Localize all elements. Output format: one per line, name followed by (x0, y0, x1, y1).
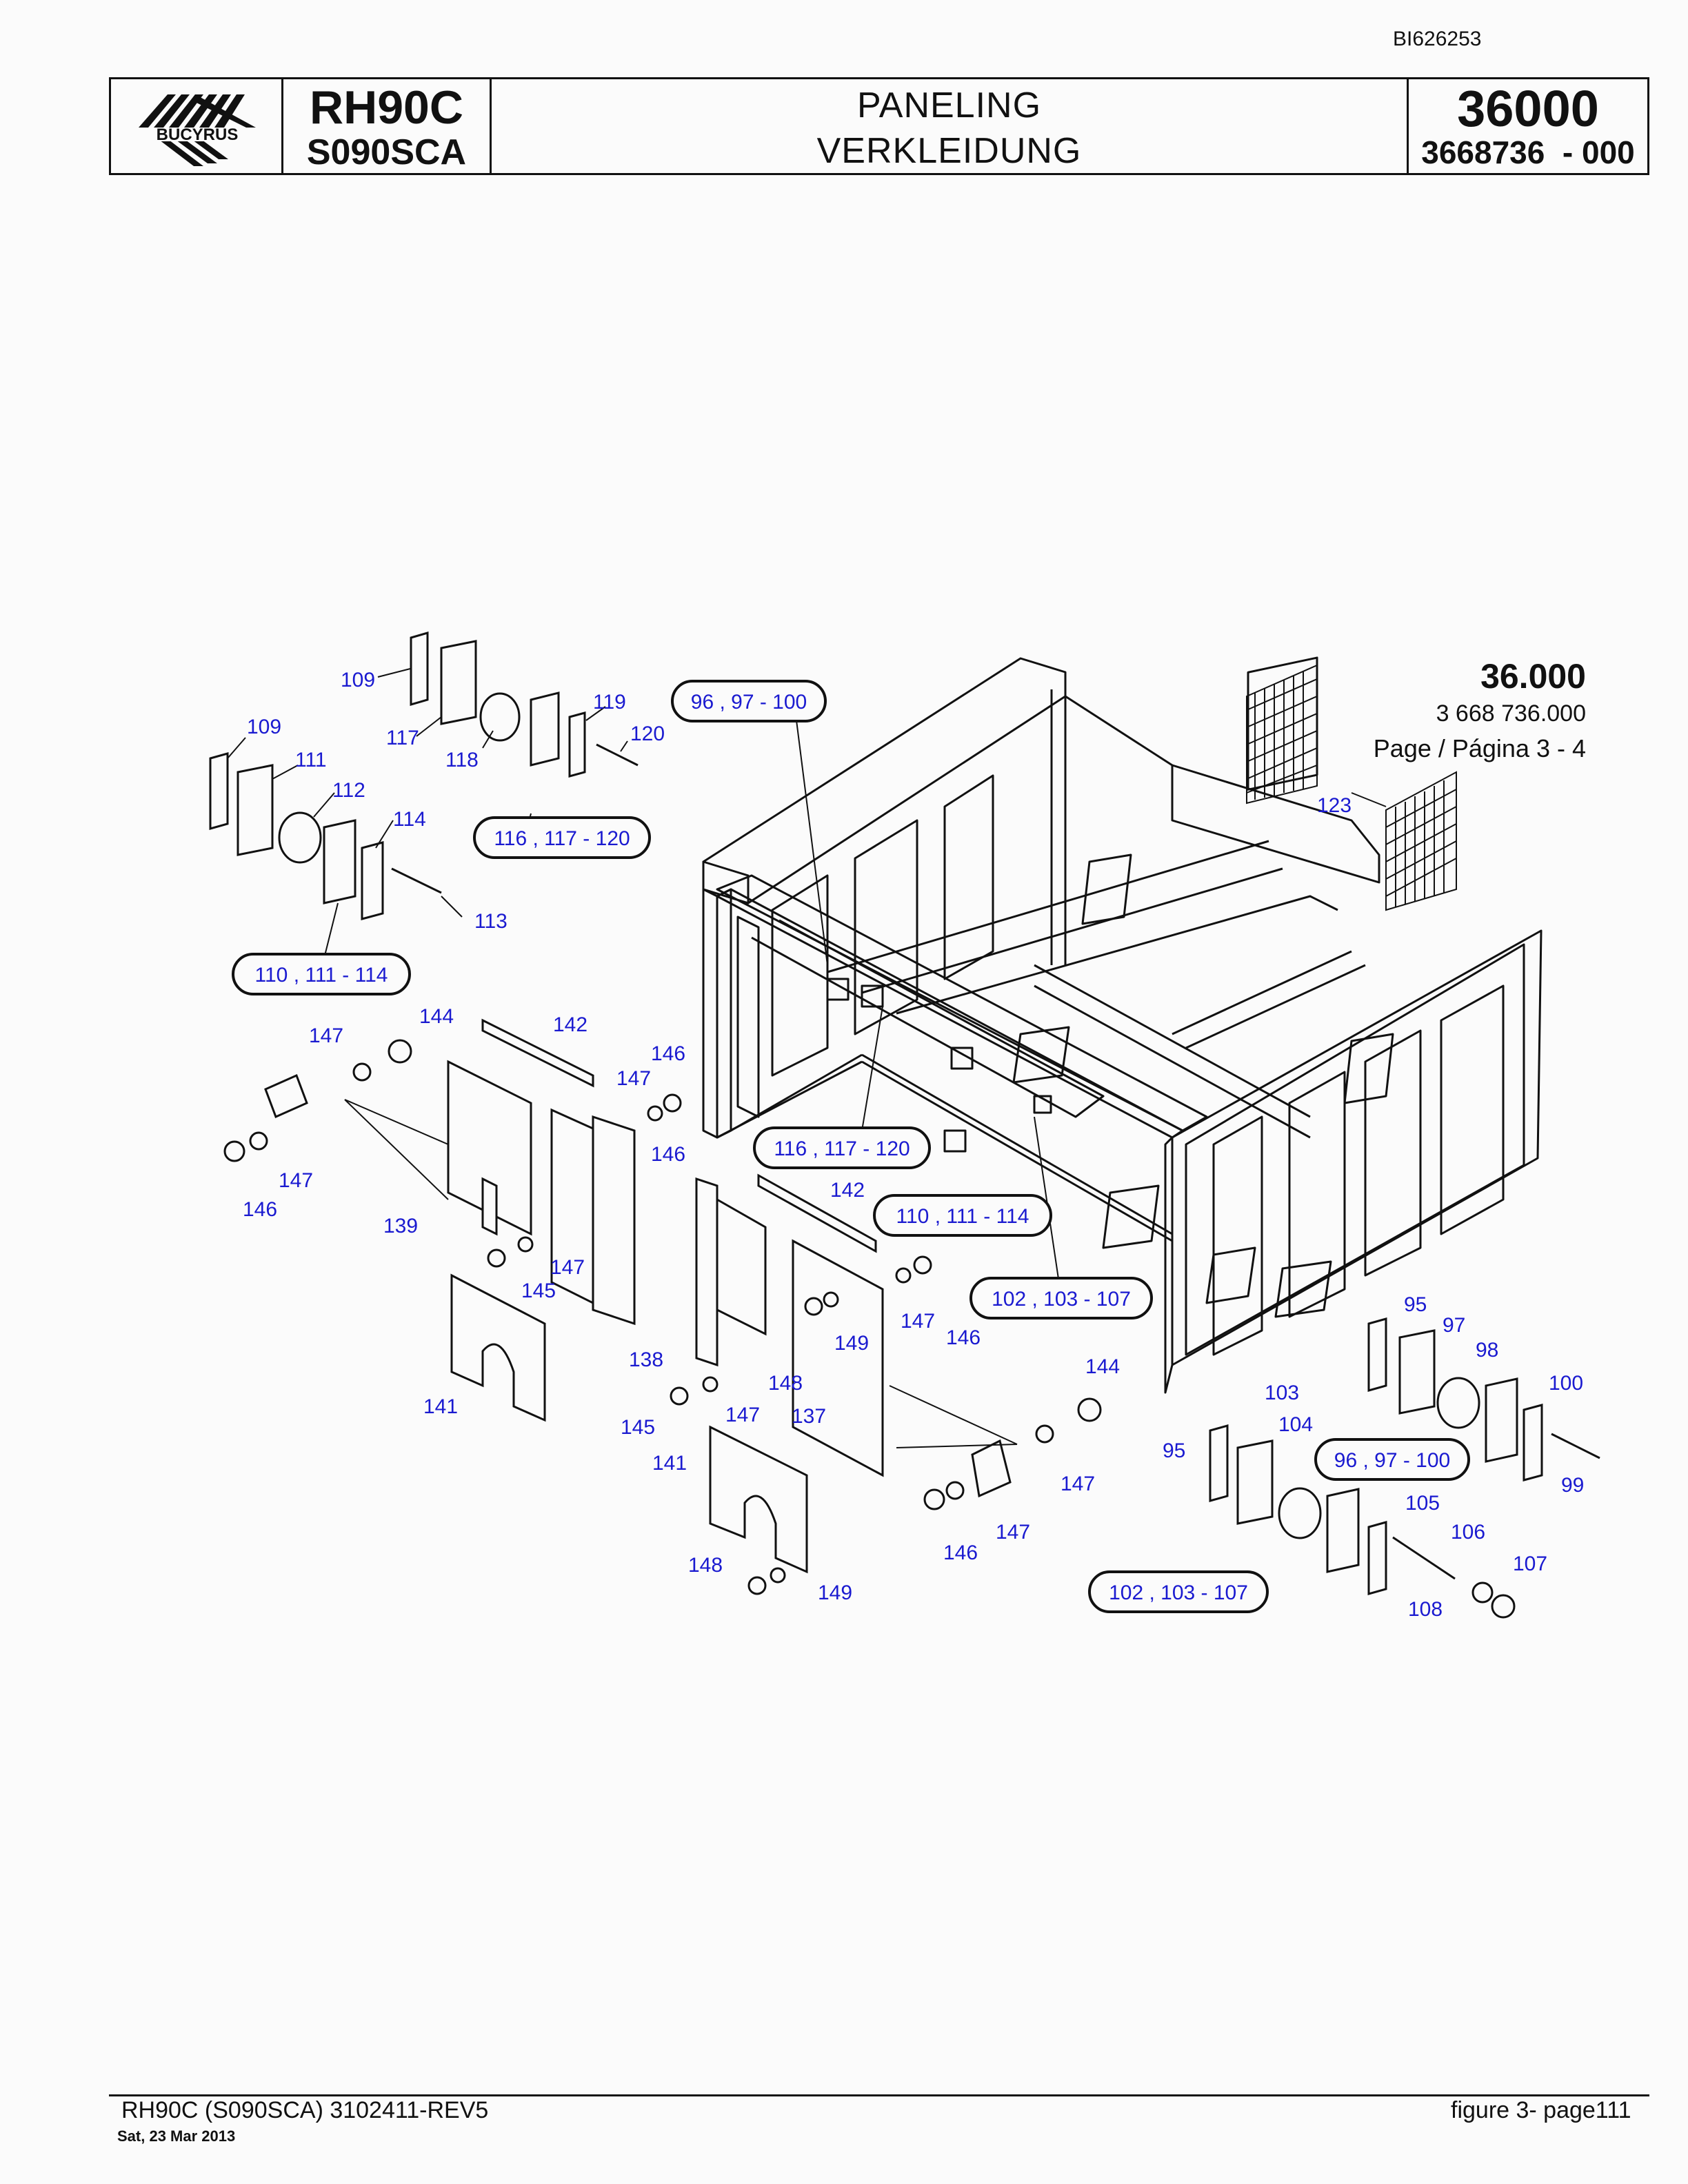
item-label: 107 (1513, 1553, 1547, 1575)
item-label: 147 (550, 1256, 585, 1279)
item-label: 144 (419, 1005, 454, 1028)
item-label: 117 (386, 727, 419, 749)
paneling-plates (264, 1018, 1012, 1574)
logo-cell: BUCYRUS (111, 79, 283, 173)
logo-wordmark: BUCYRUS (157, 125, 239, 144)
title-german: VERKLEIDUNG (816, 131, 1082, 171)
item-label: 147 (901, 1310, 935, 1333)
callout-110-111-114-left: 110 , 111 - 114 (255, 964, 388, 987)
item-label: 112 (332, 779, 365, 802)
item-label: 119 (593, 691, 626, 714)
item-label: 148 (768, 1372, 803, 1395)
item-label: 120 (630, 722, 665, 745)
footer-document: RH90C (S090SCA) 3102411-REV5 (121, 2097, 489, 2123)
item-label: 142 (553, 1013, 587, 1036)
item-label: 95 (1163, 1439, 1185, 1462)
callout-102-103-107-mid: 102 , 103 - 107 (992, 1288, 1131, 1311)
item-label: 147 (279, 1169, 313, 1192)
item-label: 141 (423, 1395, 458, 1418)
item-label: 144 (1085, 1355, 1120, 1378)
item-label: 145 (621, 1416, 655, 1439)
item-label: 98 (1476, 1339, 1498, 1362)
item-label: 99 (1561, 1474, 1584, 1497)
item-label: 147 (309, 1024, 343, 1047)
item-label: 147 (1061, 1473, 1095, 1495)
item-label: 146 (651, 1143, 685, 1166)
item-label: 137 (792, 1405, 826, 1428)
figure-page: Page / Página 3 - 4 (1373, 734, 1586, 762)
footer-page: figure 3- page111 (1451, 2097, 1631, 2123)
item-label: 138 (629, 1348, 663, 1371)
callout-110-111-114-mid: 110 , 111 - 114 (896, 1205, 1029, 1228)
item-label: 114 (393, 808, 426, 831)
item-label: 146 (651, 1042, 685, 1065)
title-cell: PANELING VERKLEIDUNG (492, 79, 1409, 173)
item-label: 145 (521, 1280, 556, 1302)
callout-ovals (232, 680, 1470, 1613)
item-label: 104 (1278, 1413, 1313, 1436)
item-label: 95 (1404, 1293, 1427, 1316)
callout-96-97-100-bottom: 96 , 97 - 100 (1334, 1449, 1450, 1472)
item-label: 147 (996, 1521, 1030, 1544)
part-number: 3668736 - 000 (1421, 134, 1635, 170)
fasteners (223, 1039, 1102, 1595)
item-label: 106 (1451, 1521, 1485, 1544)
item-label: 147 (616, 1067, 651, 1090)
callout-116-117-120-mid: 116 , 117 - 120 (774, 1138, 910, 1160)
bucyrus-logo: BUCYRUS (122, 94, 272, 166)
clamp-assemblies (209, 631, 1600, 1619)
number-cell: 36000 3668736 - 000 (1409, 79, 1647, 173)
item-labels: 109 117 118 119 120 109 111 112 114 113 … (243, 669, 1584, 1621)
main-frame-drawing (702, 656, 1543, 1394)
title-english: PANELING (856, 85, 1042, 125)
item-label: 139 (383, 1215, 418, 1237)
figure-group: 36.000 (1480, 657, 1586, 696)
item-label: 118 (445, 749, 479, 771)
callout-102-103-107-bottom: 102 , 103 - 107 (1109, 1581, 1248, 1604)
title-block: BUCYRUS RH90C S090SCA PANELING VERKLEIDU… (109, 77, 1649, 175)
item-label: 141 (652, 1452, 687, 1475)
item-label: 111 (295, 749, 327, 771)
mesh-panel-123 (1246, 664, 1457, 911)
model-name: RH90C (310, 81, 463, 134)
item-label: 142 (830, 1179, 865, 1202)
item-label: 105 (1405, 1492, 1440, 1515)
callout-116-117-120-top: 116 , 117 - 120 (494, 827, 630, 850)
item-label: 149 (818, 1581, 852, 1604)
callout-texts: 96 , 97 - 100 116 , 117 - 120 110 , 111 … (255, 691, 1451, 1604)
leader-lines (227, 668, 1387, 1448)
item-label: 149 (834, 1332, 869, 1355)
item-label: 109 (247, 716, 281, 738)
item-label: 147 (725, 1404, 760, 1426)
item-label: 100 (1549, 1372, 1583, 1395)
item-label: 146 (943, 1541, 978, 1564)
item-label: 109 (341, 669, 375, 691)
figure-reference: 36.000 3 668 736.000 Page / Página 3 - 4 (1352, 656, 1586, 763)
item-label: 146 (946, 1326, 981, 1349)
item-label: 148 (688, 1554, 723, 1577)
model-code: S090SCA (306, 132, 467, 172)
footer-date: Sat, 23 Mar 2013 (117, 2127, 236, 2145)
item-label: 108 (1408, 1598, 1443, 1621)
footer-rule (109, 2094, 1649, 2096)
callout-96-97-100-top: 96 , 97 - 100 (691, 691, 807, 714)
item-label: 123 (1317, 794, 1352, 817)
item-label: 97 (1443, 1314, 1465, 1337)
document-id: BI626253 (1393, 28, 1482, 50)
item-label: 103 (1265, 1382, 1299, 1404)
item-label: 113 (474, 910, 508, 933)
figure-part: 3 668 736.000 (1436, 700, 1586, 727)
item-label: 146 (243, 1198, 277, 1221)
model-cell: RH90C S090SCA (283, 79, 492, 173)
group-number: 36000 (1457, 80, 1599, 137)
